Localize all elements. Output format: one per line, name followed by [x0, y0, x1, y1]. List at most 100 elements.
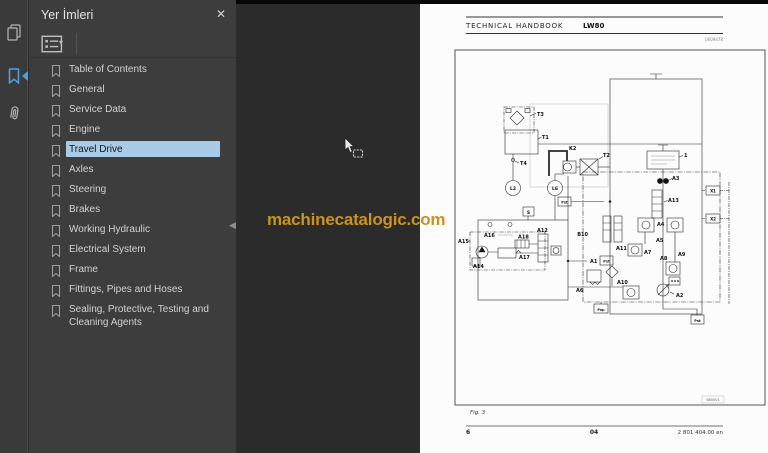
- label-b10: B10: [577, 232, 588, 238]
- bookmark-icon: [51, 124, 61, 138]
- bookmark-icon: [51, 304, 61, 318]
- label-x1: X1: [710, 189, 716, 194]
- bookmarks-panel: Yer İmleri ✕ ▾ Table of Contents: [29, 0, 236, 453]
- bookmark-item[interactable]: Fittings, Pipes and Hoses: [29, 281, 236, 301]
- chevron-down-icon[interactable]: ▾: [59, 38, 64, 47]
- bookmark-icon: [51, 284, 61, 298]
- label-l2: L2: [510, 186, 516, 192]
- bookmark-icon: [51, 104, 61, 118]
- label-a5: A5: [656, 238, 664, 244]
- label-k2: K2: [569, 146, 577, 152]
- panel-title: Yer İmleri: [41, 8, 94, 22]
- label-t1: T1: [542, 135, 549, 141]
- bookmark-item[interactable]: Sealing, Protective, Testing and Cleanin…: [29, 301, 236, 330]
- label-x2: X2: [710, 217, 716, 222]
- bookmark-list: Table of Contents General Service Data E…: [29, 61, 236, 330]
- bookmark-label: Brakes: [69, 204, 101, 215]
- label-psp: Psp: [597, 308, 605, 312]
- handbook-title: TECHNICAL HANDBOOK: [465, 22, 563, 30]
- label-pst-2: Pst: [603, 260, 610, 264]
- label-a4: A4: [657, 222, 665, 228]
- label-t3: T3: [537, 112, 544, 118]
- label-a8: A8: [660, 256, 668, 262]
- bookmark-icon: [51, 144, 61, 158]
- bookmark-label: Travel Drive: [66, 141, 220, 157]
- bookmark-item[interactable]: Working Hydraulic: [29, 221, 236, 241]
- watermark-text: machinecatalogic.com: [267, 210, 446, 229]
- label-a9: A9: [678, 252, 686, 258]
- bookmark-label: Axles: [69, 164, 94, 175]
- page-header: TECHNICAL HANDBOOK LW80 0609478: [465, 16, 723, 42]
- bookmark-label: General: [69, 84, 105, 95]
- page-content: TECHNICAL HANDBOOK LW80 0609478: [454, 16, 766, 436]
- active-panel-indicator: [22, 71, 28, 81]
- label-a13: A13: [668, 198, 679, 204]
- label-pst-1: Pst: [561, 201, 568, 205]
- label-a6: A6: [576, 288, 584, 294]
- label-a14: A14: [473, 264, 484, 270]
- bookmark-icon: [51, 264, 61, 278]
- bookmark-item[interactable]: Table of Contents: [29, 61, 236, 81]
- schematic-lines: [468, 73, 730, 325]
- bookmark-label: Service Data: [69, 104, 127, 115]
- bookmark-icon: [51, 204, 61, 218]
- bookmark-item[interactable]: Electrical System: [29, 241, 236, 261]
- bookmark-label: Engine: [69, 124, 101, 135]
- label-t2: T2: [603, 153, 610, 159]
- label-a16: A16: [484, 233, 495, 239]
- label-a1: A1: [590, 259, 598, 265]
- bookmark-item[interactable]: Frame: [29, 261, 236, 281]
- bookmark-label: Frame: [69, 264, 98, 275]
- figure-ref-number: 680001: [706, 398, 719, 402]
- navigation-rail: [0, 0, 28, 453]
- bookmark-options-icon[interactable]: [40, 35, 70, 53]
- label-a3: A3: [672, 176, 680, 182]
- close-icon[interactable]: ✕: [215, 7, 226, 21]
- bookmarks-panel-icon[interactable]: [5, 67, 23, 85]
- page-thumbnails-icon[interactable]: [5, 23, 23, 41]
- bookmark-label: Electrical System: [69, 244, 146, 255]
- bookmark-item[interactable]: Travel Drive: [29, 141, 236, 161]
- label-a15: A15: [458, 239, 469, 245]
- document-code: 2 801 404.00 en: [678, 430, 724, 436]
- page-number: 6: [466, 429, 470, 436]
- page-footer: 680001 Fig. 3 6 04 2 801 404.00 en: [466, 395, 725, 436]
- pdf-page[interactable]: TECHNICAL HANDBOOK LW80 0609478: [420, 4, 768, 453]
- bookmark-icon: [51, 184, 61, 198]
- bookmark-item[interactable]: Engine: [29, 121, 236, 141]
- bookmark-item[interactable]: Steering: [29, 181, 236, 201]
- label-a2: A2: [676, 293, 684, 299]
- bookmark-icon: [51, 224, 61, 238]
- bookmark-item[interactable]: Axles: [29, 161, 236, 181]
- bookmark-label: Steering: [69, 184, 107, 195]
- bookmark-icon: [51, 64, 61, 78]
- label-l6: L6: [552, 186, 558, 192]
- schematic-labels: T3 T1 T4 K2 T2 L2 L6 S 1 A3 A13 A4 A5 X1…: [458, 112, 716, 323]
- collapse-panel-icon[interactable]: ◀: [229, 220, 236, 230]
- label-a7: A7: [644, 250, 652, 256]
- figure-frame: [454, 49, 766, 406]
- bookmark-item[interactable]: Service Data: [29, 101, 236, 121]
- bookmark-icon: [51, 244, 61, 258]
- label-s: S: [527, 210, 530, 216]
- mouse-cursor: [344, 138, 364, 158]
- label-a11: A11: [616, 246, 627, 252]
- bookmark-item[interactable]: Brakes: [29, 201, 236, 221]
- bookmark-label: Fittings, Pipes and Hoses: [69, 284, 183, 295]
- label-t4: T4: [520, 161, 527, 167]
- bookmark-icon: [51, 164, 61, 178]
- label-a18: A18: [518, 235, 529, 241]
- label-a17: A17: [519, 255, 530, 261]
- chapter-number: 04: [590, 429, 598, 436]
- bookmark-label: Sealing, Protective, Testing and Cleanin…: [69, 304, 209, 328]
- label-a10: A10: [617, 280, 628, 286]
- bookmark-label: Table of Contents: [69, 64, 147, 75]
- bookmark-item[interactable]: General: [29, 81, 236, 101]
- label-a12: A12: [537, 228, 548, 234]
- document-canvas-background: [236, 0, 420, 453]
- toolbar-separator: [76, 33, 77, 54]
- bookmark-label: Working Hydraulic: [69, 224, 150, 235]
- canvas-top-strip: [236, 0, 768, 4]
- attachments-icon[interactable]: [5, 104, 23, 122]
